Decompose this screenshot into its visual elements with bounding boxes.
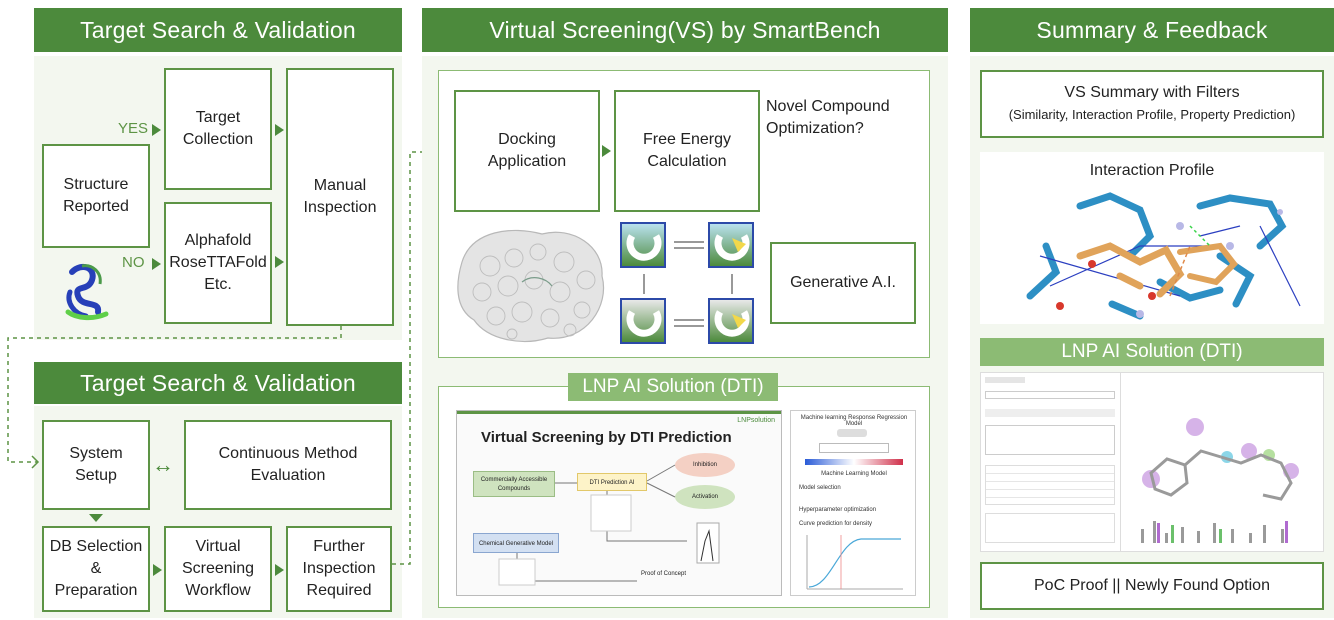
target-collection-label: Target Collection <box>182 109 254 148</box>
slide-dti: DTI Prediction AI <box>577 473 647 491</box>
lnp-label-3: LNP AI Solution (DTI) <box>980 338 1324 366</box>
no-arrow-icon <box>152 258 161 270</box>
vs-workflow-box: Virtual Screening Workflow <box>164 526 272 612</box>
target-search-header-1: Target Search & Validation <box>34 8 402 52</box>
free-energy-label: Free Energy Calculation <box>642 131 732 170</box>
side-b3: Curve prediction for density <box>799 521 873 527</box>
vs-summary-title: VS Summary with Filters <box>1064 84 1240 101</box>
slide-activation: Activation <box>675 485 735 509</box>
dti-slide-thumbnail: LNPsolution Virtual Screening by DTI Pre… <box>456 410 782 596</box>
screenshot-molecule <box>1141 418 1299 543</box>
manual-inspection-label: Manual Inspection <box>303 177 377 216</box>
structure-reported-label: Structure Reported <box>63 176 129 215</box>
db-selection-label: DB Selection & Preparation <box>49 538 143 599</box>
side-title: Machine learning Response Regression Mod… <box>800 415 908 427</box>
slide-diagram-lines <box>498 464 720 586</box>
arrow-down-icon <box>89 514 103 522</box>
slide-chemgen: Chemical Generative Model <box>473 533 559 553</box>
structure-reported-box: Structure Reported <box>42 144 150 248</box>
manual-inspection-box: Manual Inspection <box>286 68 394 326</box>
docking-box: Docking Application <box>454 90 600 212</box>
novel-compound-question: Novel Compound Optimization? <box>766 98 890 137</box>
slide-title: Virtual Screening by DTI Prediction <box>481 429 732 446</box>
further-inspection-label: Further Inspection Required <box>302 538 376 599</box>
slide-commercial: Commercially Accessible Compounds <box>473 471 555 497</box>
bidirectional-arrow-icon: ↔ <box>152 452 174 477</box>
screenshot-left-pane <box>981 373 1121 551</box>
header-title: Target Search & Validation <box>80 16 356 43</box>
slide-inhibition: Inhibition <box>675 453 735 477</box>
arrow-right-icon <box>275 256 284 268</box>
lnp-label-text: LNP AI Solution (DTI) <box>1061 341 1243 362</box>
lnp-label-2: LNP AI Solution (DTI) <box>568 373 778 401</box>
no-label: NO <box>122 254 145 271</box>
continuous-eval-box: Continuous Method Evaluation <box>184 420 392 510</box>
interaction-molecule-image <box>1026 192 1301 320</box>
continuous-eval-label: Continuous Method Evaluation <box>218 445 358 484</box>
summary-header: Summary & Feedback <box>970 8 1334 52</box>
vs-workflow-label: Virtual Screening Workflow <box>181 538 255 599</box>
yes-arrow-icon <box>152 124 161 136</box>
ml-side-panel: Machine learning Response Regression Mod… <box>790 410 916 596</box>
further-inspection-box: Further Inspection Required <box>286 526 392 612</box>
system-setup-label: System Setup <box>69 445 123 484</box>
target-search-header-2: Target Search & Validation <box>34 362 402 404</box>
protein-surface-image <box>457 229 605 343</box>
fe-cycle-overlay <box>626 234 750 337</box>
arrow-right-icon <box>275 124 284 136</box>
side-ml: Machine Learning Model <box>821 471 887 477</box>
ml-gradient-bar <box>805 459 903 465</box>
vs-header: Virtual Screening(VS) by SmartBench <box>422 8 948 52</box>
db-selection-box: DB Selection & Preparation <box>42 526 150 612</box>
vs-summary-subtitle: (Similarity, Interaction Profile, Proper… <box>1008 107 1296 122</box>
generative-ai-label: Generative A.I. <box>790 274 896 291</box>
poc-box: PoC Proof || Newly Found Option <box>980 562 1324 610</box>
poc-label: PoC Proof || Newly Found Option <box>1034 577 1270 594</box>
header-title: Summary & Feedback <box>1036 16 1268 43</box>
target-collection-box: Target Collection <box>164 68 272 190</box>
alphafold-box: Alphafold RoseTTAFold Etc. <box>164 202 272 324</box>
arrow-right-icon <box>275 564 284 576</box>
yes-label: YES <box>118 120 149 137</box>
ml-curve-chart <box>806 535 903 590</box>
generative-ai-box: Generative A.I. <box>770 242 916 324</box>
interaction-profile-title: Interaction Profile <box>1089 162 1215 179</box>
lnp-label-text: LNP AI Solution (DTI) <box>582 376 764 397</box>
protein-structure-icon <box>65 263 109 321</box>
side-b2: Hyperparameter optimization <box>799 507 877 513</box>
arrow-right-icon <box>153 564 162 576</box>
system-setup-box: System Setup <box>42 420 150 510</box>
lnp-software-screenshot <box>980 372 1324 552</box>
vs-summary-box: VS Summary with Filters (Similarity, Int… <box>980 70 1324 138</box>
header-title: Target Search & Validation <box>80 369 356 396</box>
free-energy-box: Free Energy Calculation <box>614 90 760 212</box>
alphafold-label: Alphafold RoseTTAFold Etc. <box>169 232 267 293</box>
arrow-right-icon <box>602 145 611 157</box>
side-b1: Model selection <box>799 485 841 491</box>
interaction-profile-box: Interaction Profile <box>980 152 1324 324</box>
docking-label: Docking Application <box>487 131 567 170</box>
slide-poc: Proof of Concept <box>641 571 687 577</box>
header-title: Virtual Screening(VS) by SmartBench <box>489 16 881 43</box>
slide-brand: LNPsolution <box>737 417 775 424</box>
